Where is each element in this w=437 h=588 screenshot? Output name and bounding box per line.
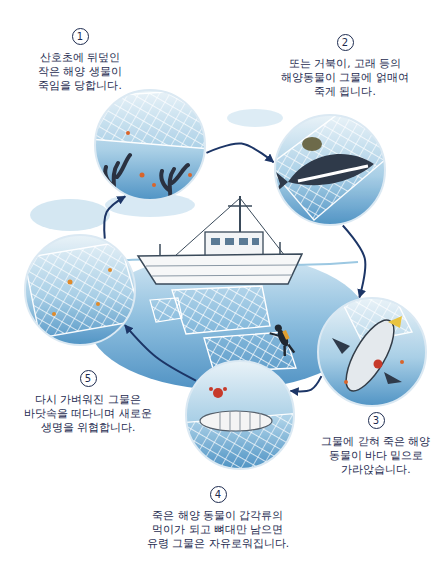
callout-number: 4 [210,486,227,503]
step-description: 죽은 해양 동물이 갑각류의 먹이가 되고 뼈대만 남으면 유령 그물은 자유로… [143,508,293,550]
callout-number: 5 [80,370,97,387]
step-text: 3 그물에 갇혀 죽은 해양 동물이 바다 밑으로 가라앉습니다. [321,412,431,476]
callout-number: 1 [72,28,89,45]
step-illustration [94,89,206,201]
cycle-step: 4죽은 해양 동물이 갑각류의 먹이가 되고 뼈대만 남으면 유령 그물은 자유… [185,360,295,470]
callout-number: 3 [368,412,385,429]
diver [268,322,296,358]
cycle-step: 2또는 거북이, 고래 등의 해양동물이 그물에 얽매여 죽게 됩니다. [274,114,386,226]
step-illustration [274,114,386,226]
cycle-step: 5다시 가벼워진 그물은 바닷속을 떠다니며 새로운 생명을 위협합니다. [24,234,136,346]
sky-splash [30,199,110,231]
step-description: 또는 거북이, 고래 등의 해양동물이 그물에 얽매여 죽게 됩니다. [275,56,415,98]
step-illustration [317,297,427,407]
cycle-arrow [291,376,322,391]
step-text: 2 또는 거북이, 고래 등의 해양동물이 그물에 얽매여 죽게 됩니다. [275,34,415,98]
step-description: 다시 가벼워진 그물은 바닷속을 떠다니며 새로운 생명을 위협합니다. [24,392,152,434]
step-illustration [24,234,136,346]
cycle-arrow [125,325,196,380]
step-text: 4 죽은 해양 동물이 갑각류의 먹이가 되고 뼈대만 남으면 유령 그물은 자유… [143,486,293,550]
fishing-boat [138,196,302,284]
step-text: 5 다시 가벼워진 그물은 바닷속을 떠다니며 새로운 생명을 위협합니다. [24,370,152,434]
sky-splash [227,109,283,127]
cycle-step: 1산호초에 뒤덮인 작은 해양 생물이 죽임을 당합니다. [94,89,206,201]
cycle-arrow [206,143,273,162]
ghost-net [172,286,270,334]
step-text: 1 산호초에 뒤덮인 작은 해양 생물이 죽임을 당합니다. [31,28,129,92]
cycle-arrow [104,196,125,238]
ghost-net [150,298,182,322]
step-description: 산호초에 뒤덮인 작은 해양 생물이 죽임을 당합니다. [31,50,129,92]
step-description: 그물에 갇혀 죽은 해양 동물이 바다 밑으로 가라앉습니다. [321,434,431,476]
cycle-step: 3그물에 갇혀 죽은 해양 동물이 바다 밑으로 가라앉습니다. [317,297,427,407]
cycle-arrow [343,226,366,298]
callout-number: 2 [337,34,354,51]
step-illustration [185,360,295,470]
